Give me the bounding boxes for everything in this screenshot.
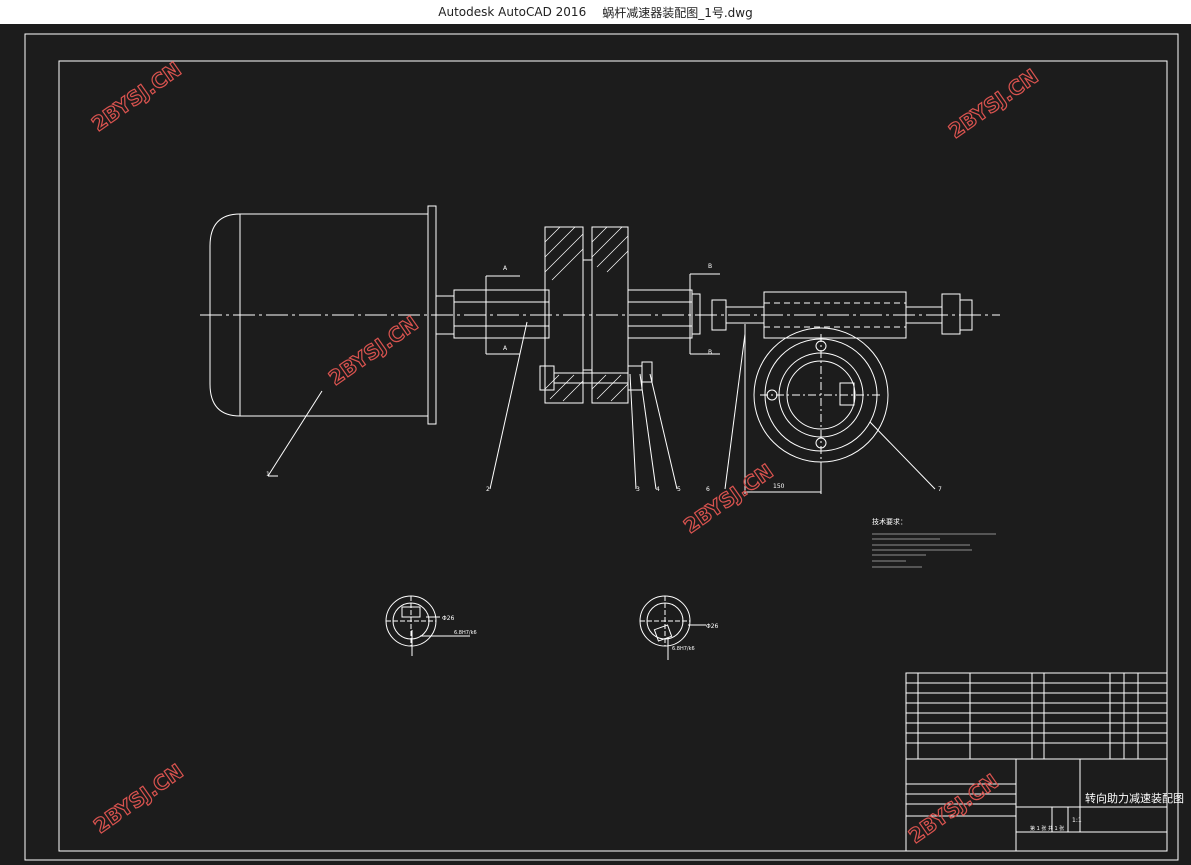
part-label-3: 3 — [636, 486, 640, 493]
watermark-2: 2BYSJ.CN — [944, 64, 1042, 143]
app-title: Autodesk AutoCAD 2016 — [438, 5, 587, 19]
dimension-150-label: 150 — [773, 483, 785, 490]
part-label-1: 1 — [266, 471, 270, 478]
section-label-a-bottom: A — [503, 345, 508, 352]
inner-border — [58, 60, 1168, 852]
drawing-canvas[interactable]: A A B B — [0, 24, 1191, 865]
title-block: 转向助力减速装配图 1:1 第 1 张 共 1 张 — [905, 672, 1184, 852]
outer-border — [24, 33, 1179, 861]
tech-req-title: 技术要求： — [872, 517, 907, 526]
watermark-4: 2BYSJ.CN — [679, 459, 777, 538]
technical-requirements: 技术要求： — [872, 517, 996, 568]
part-label-2: 2 — [486, 486, 490, 493]
file-title: 蜗杆减速器装配图_1号.dwg — [602, 5, 753, 20]
detail-b-dim-2: 6.8H7/k6 — [672, 646, 695, 652]
part-label-7: 7 — [938, 486, 942, 493]
worm-assembly — [711, 291, 973, 339]
detail-a-dim-1: Φ26 — [442, 615, 455, 622]
detail-section-b: Φ26 6.8H7/k6 — [639, 595, 719, 660]
drawing-scale: 1:1 — [1072, 817, 1082, 824]
watermark-5: 2BYSJ.CN — [89, 759, 187, 838]
watermark-6: 2BYSJ.CN — [904, 769, 1002, 848]
part-leaders: 1 2 3 4 5 6 7 — [266, 321, 942, 493]
detail-section-a: Φ26 6.8H7/k6 — [385, 595, 477, 656]
worm-wheel — [753, 327, 889, 464]
section-label-b-top: B — [708, 263, 712, 270]
detail-b-dim-1: Φ26 — [706, 623, 719, 630]
cad-drawing: A A B B — [24, 33, 1184, 861]
dimension-150: 150 — [744, 324, 822, 494]
motor-body — [209, 205, 455, 425]
part-label-6: 6 — [706, 486, 710, 493]
detail-a-dim-2: 6.8H7/k6 — [454, 630, 477, 636]
section-marks: A A B B — [485, 263, 720, 356]
sheet-info: 第 1 张 共 1 张 — [1030, 825, 1064, 832]
watermark-3: 2BYSJ.CN — [324, 311, 422, 390]
drawing-title: 转向助力减速装配图 — [1085, 791, 1184, 805]
window-titlebar: Autodesk AutoCAD 2016 蜗杆减速器装配图_1号.dwg — [0, 0, 1191, 24]
section-label-a-top: A — [503, 265, 508, 272]
part-label-4: 4 — [656, 486, 660, 493]
watermark-1: 2BYSJ.CN — [87, 57, 185, 136]
part-label-5: 5 — [677, 486, 681, 493]
section-label-b-bottom: B — [708, 349, 712, 356]
coupling-assembly — [453, 226, 701, 404]
